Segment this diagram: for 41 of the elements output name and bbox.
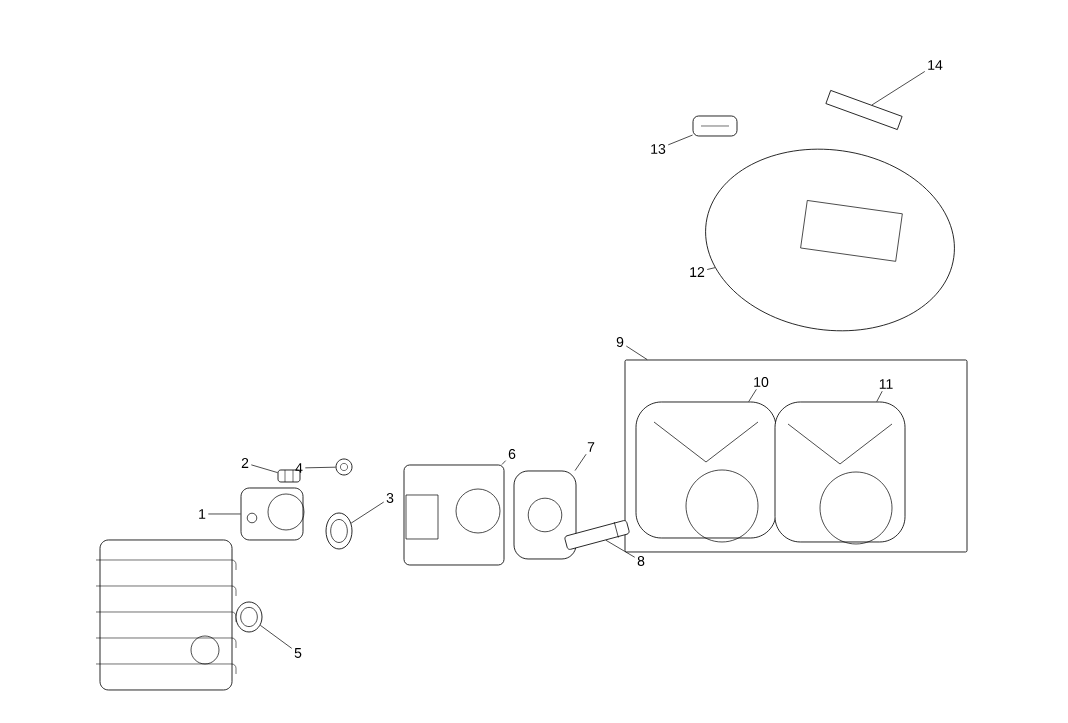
leader-line: [706, 267, 716, 270]
part-drawing: [403, 464, 505, 566]
group-frame: [624, 359, 968, 553]
leader-line: [304, 466, 336, 469]
callout-number: 14: [928, 60, 943, 70]
part-drawing: [325, 512, 353, 550]
leader-line: [748, 389, 757, 402]
leader-line: [667, 134, 693, 146]
callout-number: 12: [690, 267, 705, 277]
callout-number: 1: [199, 509, 206, 519]
leader-line: [574, 453, 587, 471]
callout-number: 3: [386, 493, 394, 503]
callout-number: 5: [294, 648, 302, 658]
callout-number: 13: [651, 144, 666, 154]
part-drawing: [692, 115, 738, 137]
leader-line: [871, 71, 926, 106]
leader-line: [501, 460, 507, 465]
part-drawing: [240, 487, 305, 541]
part-drawing: [564, 520, 630, 550]
callout-number: 4: [295, 463, 303, 473]
callout-number: 10: [754, 377, 769, 387]
callout-number: 2: [241, 458, 249, 468]
part-drawing: [635, 401, 777, 543]
part-drawing: [513, 470, 577, 560]
part-drawing: [825, 90, 903, 130]
part-drawing: [335, 458, 353, 476]
callout-number: 9: [616, 337, 624, 347]
part-drawing: [774, 401, 906, 545]
callout-number: 7: [587, 442, 595, 452]
leader-line: [876, 390, 883, 402]
callout-number: 8: [637, 556, 645, 566]
leader-line: [605, 539, 636, 558]
leader-line: [259, 624, 293, 649]
leader-line: [207, 513, 241, 515]
leader-line: [250, 464, 278, 473]
callout-number: 6: [508, 449, 516, 459]
leader-line: [625, 345, 648, 360]
part-drawing: [705, 148, 955, 332]
callout-number: 11: [879, 379, 893, 389]
leader-line: [350, 501, 385, 524]
part-drawing: [235, 601, 263, 633]
